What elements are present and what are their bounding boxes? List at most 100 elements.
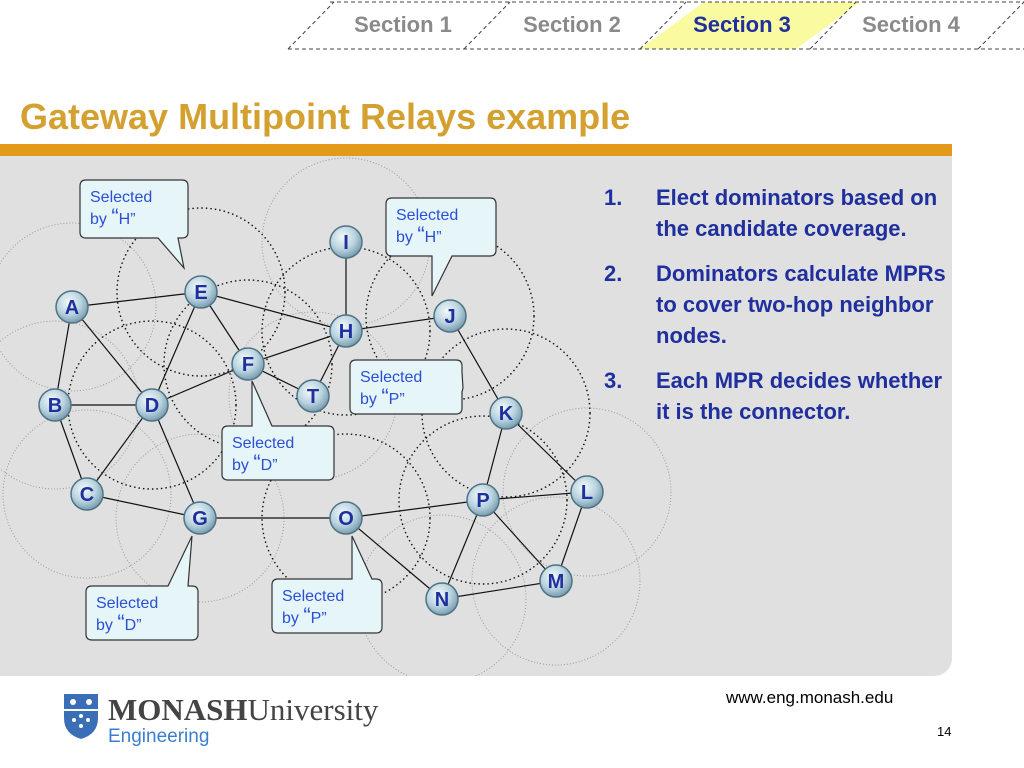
logo-wordmark: MONASHUniversity <box>108 692 378 728</box>
link-p-l <box>482 491 588 501</box>
node-circle <box>329 314 363 348</box>
node-label: F <box>242 354 254 376</box>
callout-line-selected: Selected <box>282 588 344 605</box>
link-d-e <box>151 291 202 406</box>
link-c-d <box>86 404 153 495</box>
step-number: 1. <box>604 185 623 210</box>
node-label: L <box>581 482 593 504</box>
node-label: I <box>343 232 349 254</box>
node-e: E <box>184 275 218 309</box>
node-circle <box>296 379 330 413</box>
node-j: J <box>433 299 467 333</box>
node-o: O <box>329 501 363 535</box>
logo-faculty: Engineering <box>108 726 210 747</box>
node-label: M <box>548 571 565 593</box>
callout-line-selected: Selected <box>396 207 458 224</box>
node-label: O <box>338 508 354 530</box>
node-i: I <box>329 225 363 259</box>
callout-line-by: by “D” <box>96 610 142 635</box>
callout-line-selected: Selected <box>360 369 422 386</box>
link-k-l <box>505 412 588 493</box>
link-h-j <box>345 315 451 332</box>
link-p-m <box>482 499 557 582</box>
node-circle <box>184 275 218 309</box>
coverage-circle-d <box>67 320 237 490</box>
link-f-h <box>247 330 347 365</box>
page-number: 14 <box>937 724 952 739</box>
tab-section-2[interactable]: Section 2 <box>523 12 621 37</box>
coverage-circle-a <box>0 222 157 392</box>
node-n: N <box>425 582 459 616</box>
link-j-k <box>449 315 507 414</box>
step-item: 2. Dominators calculate MPRs to cover tw… <box>604 258 954 351</box>
section-tabs: Section 1 Section 2 Section 3 Section 4 <box>0 0 1024 56</box>
node-circle <box>183 501 217 535</box>
coverage-circle-p <box>398 415 568 585</box>
node-label: B <box>48 395 62 417</box>
node-label: C <box>80 484 94 506</box>
callout-line-by: by “H” <box>396 222 442 247</box>
step-text: Each MPR decides whether it is the conne… <box>656 368 943 424</box>
tab-section-3[interactable]: Section 3 <box>693 12 791 37</box>
tab-section-4[interactable]: Section 4 <box>862 12 960 37</box>
node-b: B <box>38 388 72 422</box>
monash-university-logo: MONASHUniversity Engineering <box>62 690 402 750</box>
node-label: J <box>444 306 455 328</box>
node-circle <box>55 290 89 324</box>
node-circle <box>539 564 573 598</box>
step-number: 2. <box>604 261 623 286</box>
callout-bubble <box>385 197 497 297</box>
step-item: 3. Each MPR decides whether it is the co… <box>604 365 954 427</box>
node-f: F <box>231 347 265 381</box>
node-g: G <box>183 501 217 535</box>
tabs-background <box>287 1 1024 50</box>
node-d: D <box>135 388 169 422</box>
title-underline-bar <box>0 144 952 156</box>
coverage-circle-h <box>261 246 431 416</box>
step-number: 3. <box>604 368 623 393</box>
link-o-p <box>345 499 484 519</box>
callout-line-by: by “D” <box>232 450 278 475</box>
callout-bubble <box>349 359 464 415</box>
node-circle <box>231 347 265 381</box>
callout-line-selected: Selected <box>232 435 294 452</box>
link-m-n <box>441 580 557 600</box>
tab-section-1[interactable]: Section 1 <box>354 12 452 37</box>
node-circle <box>70 477 104 511</box>
node-label: N <box>435 589 449 611</box>
link-o-n <box>345 517 443 600</box>
node-circle <box>433 299 467 333</box>
callout-bubble <box>85 535 199 641</box>
slide-title: Gateway Multipoint Relays example <box>20 96 631 137</box>
callout-line-by: by “H” <box>90 204 136 229</box>
node-circle <box>135 388 169 422</box>
logo-name-bold: MONASH <box>108 692 248 727</box>
node-label: E <box>194 282 207 304</box>
node-t: T <box>296 379 330 413</box>
callout-bubble <box>271 535 383 634</box>
callout-line-by: by “P” <box>360 384 405 409</box>
node-a: A <box>55 290 89 324</box>
node-label: A <box>65 297 79 319</box>
node-label: K <box>499 403 514 425</box>
logo-name-rest: University <box>247 692 379 727</box>
step-text: Dominators calculate MPRs to cover two-h… <box>656 261 946 348</box>
node-h: H <box>329 314 363 348</box>
link-p-n <box>441 499 484 600</box>
node-label: P <box>476 490 489 512</box>
link-a-e <box>71 291 202 308</box>
callout-line-selected: Selected <box>90 189 152 206</box>
node-circle <box>466 483 500 517</box>
node-k: K <box>489 396 523 430</box>
callout-line-selected: Selected <box>96 595 158 612</box>
callout-bubble <box>221 380 335 481</box>
node-circle <box>329 501 363 535</box>
monash-crest-icon <box>64 694 98 739</box>
step-text: Elect dominators based on the candidate … <box>656 185 938 241</box>
